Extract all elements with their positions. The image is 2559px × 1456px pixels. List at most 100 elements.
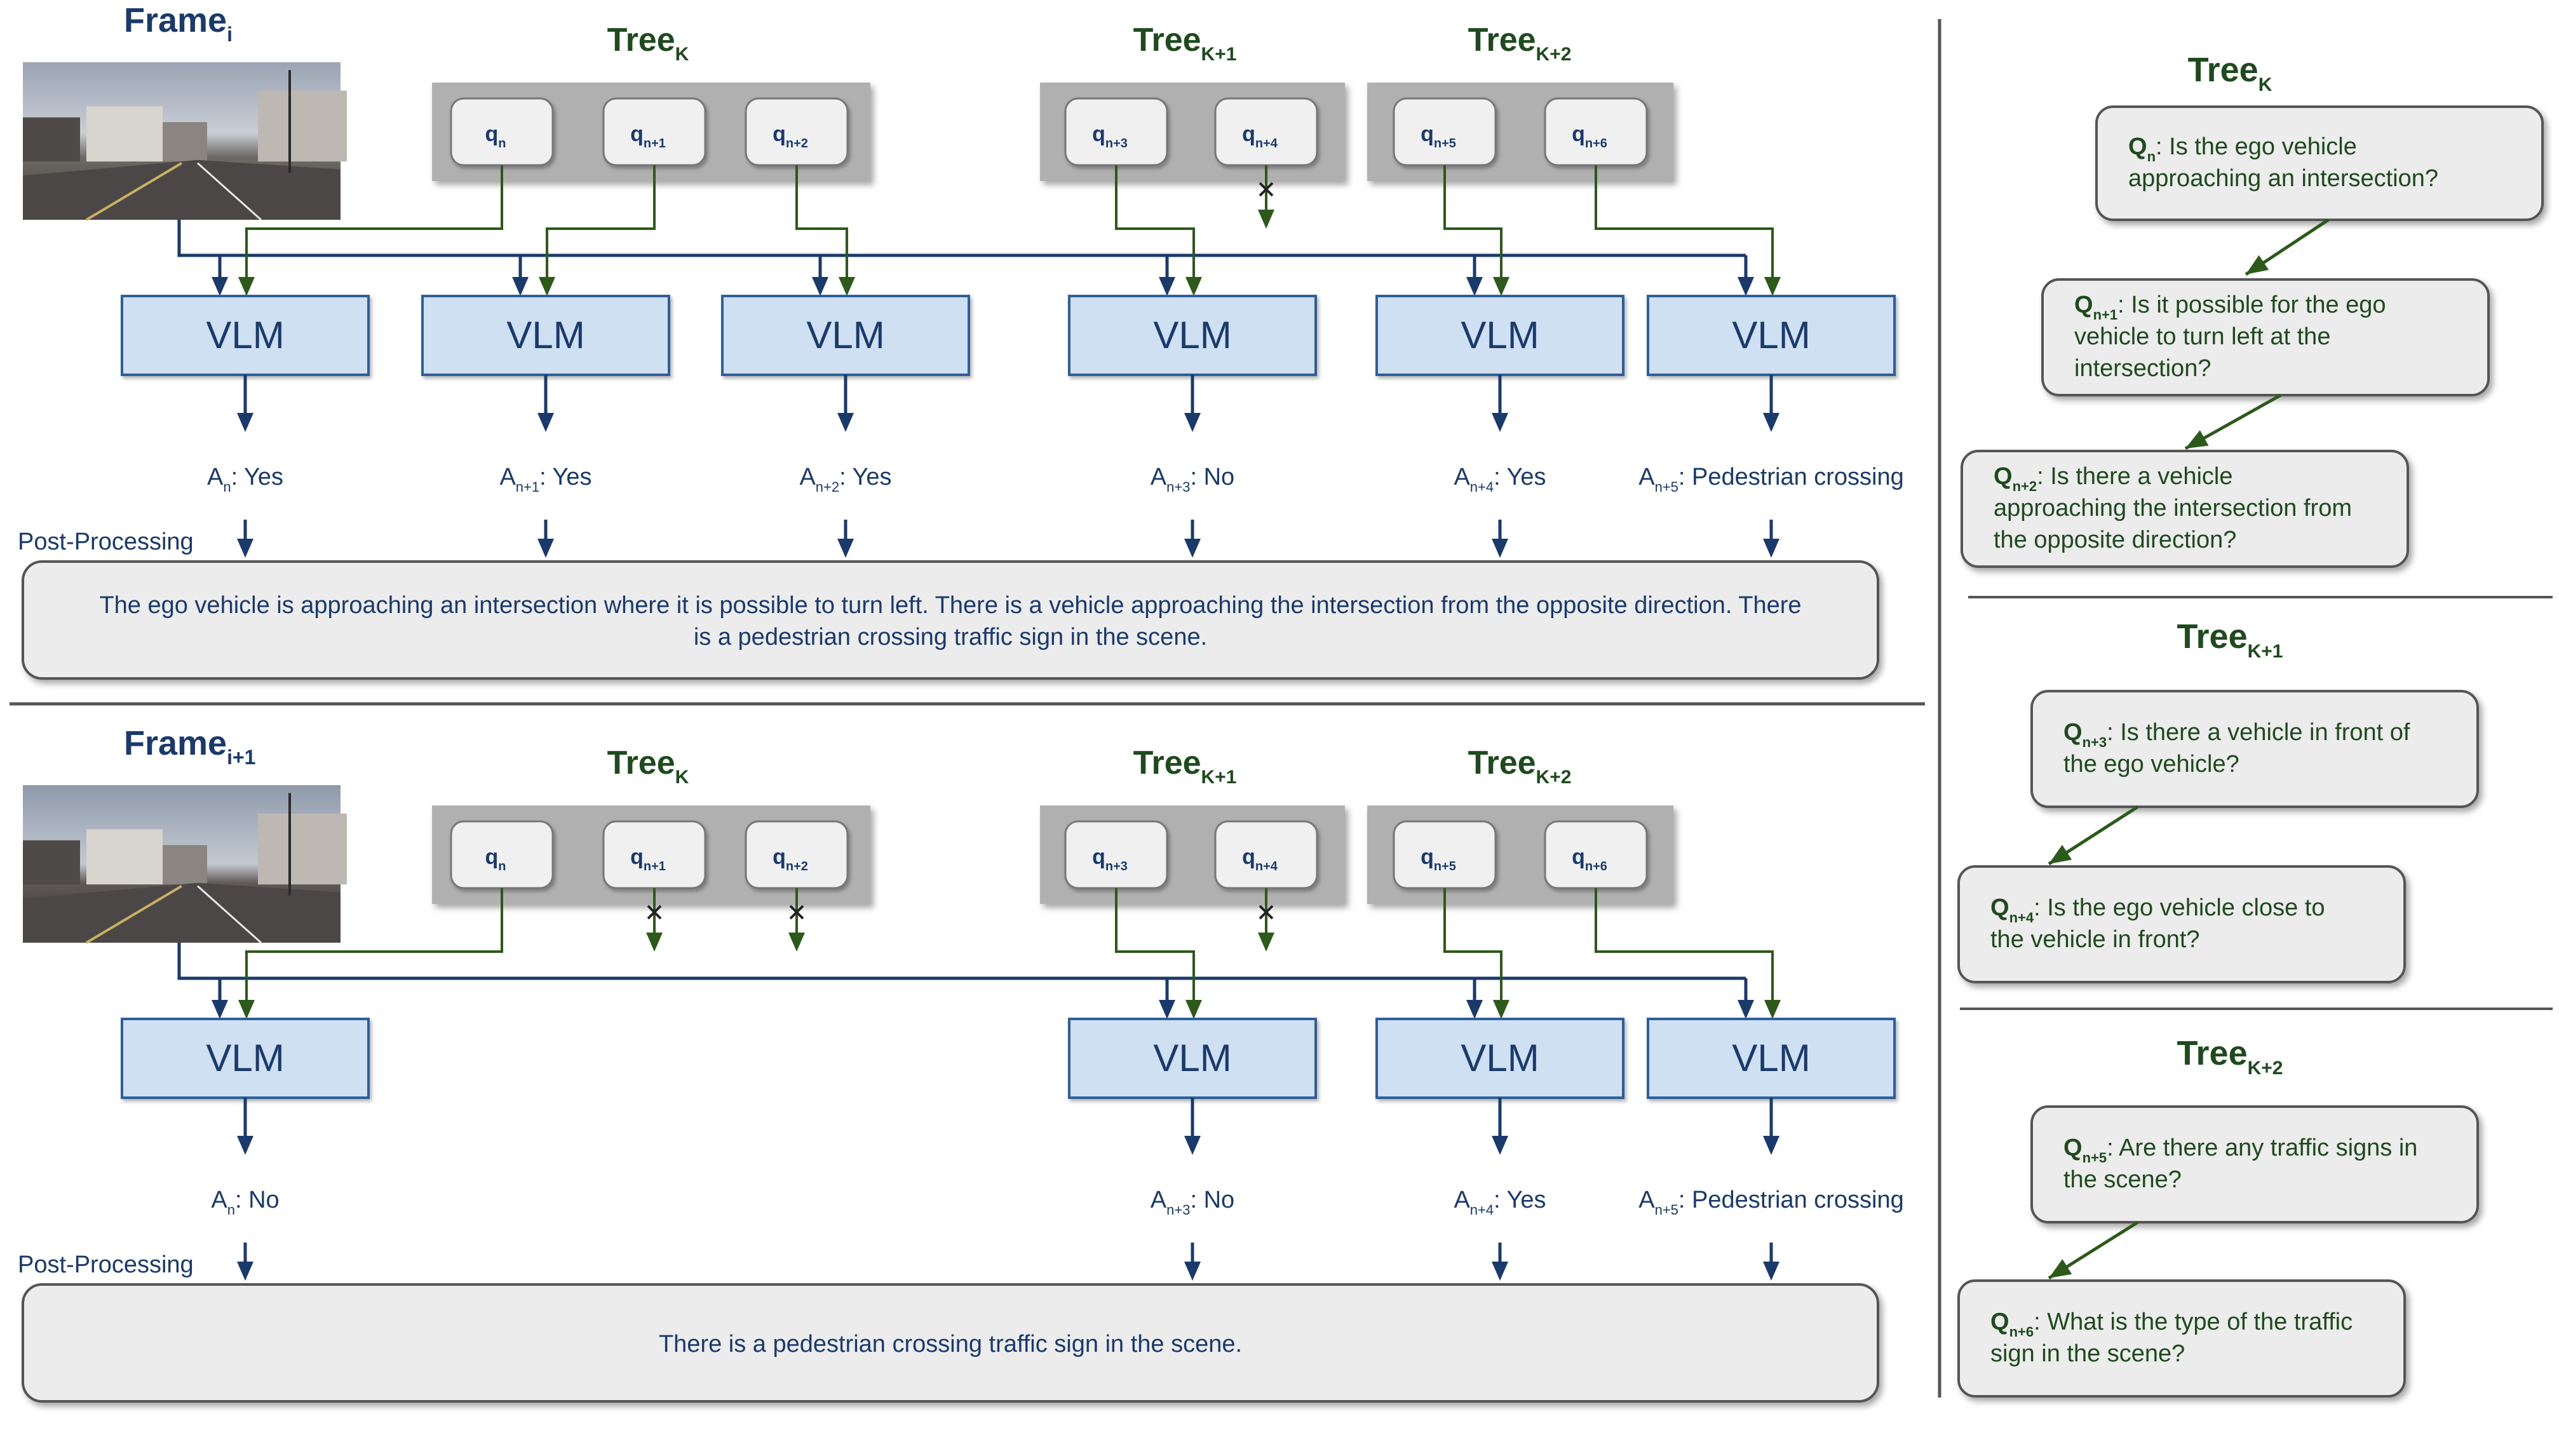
tree-question-text: Qn+4: Is the ego vehicle close to — [1990, 894, 2325, 926]
post-processing-label: Post-Processing — [18, 529, 194, 555]
vlm-output-arrow — [1184, 1136, 1201, 1155]
question-node-label: qn+6 — [1572, 845, 1607, 873]
vlm-label: VLM — [1153, 314, 1231, 356]
tree-question-text: Qn+6: What is the type of the traffic — [1990, 1309, 2353, 1340]
tree-title: TreeK+2 — [1468, 745, 1572, 788]
road — [23, 882, 341, 943]
tree-title: TreeK — [607, 745, 689, 788]
vlm-output-arrow — [1492, 413, 1508, 432]
frame-input-arrow — [1466, 1000, 1483, 1019]
lane-marking — [197, 885, 262, 944]
post-processing-arrow — [1763, 1262, 1779, 1281]
post-processing-arrow — [237, 1262, 253, 1281]
question-node — [602, 97, 706, 166]
frame-input-arrow — [1159, 1000, 1175, 1019]
question-node — [1064, 820, 1168, 889]
question-to-vlm-line — [1115, 165, 1195, 285]
answer-text: An+3: No — [1151, 464, 1234, 495]
summary-text: There is a pedestrian crossing traffic s… — [659, 1331, 1242, 1358]
tree-question-text: the vehicle in front? — [1990, 926, 2200, 953]
tree-question-text: Qn+5: Are there any traffic signs in — [2063, 1135, 2417, 1166]
question-node — [450, 97, 554, 166]
building — [86, 106, 163, 162]
tree-edge-arrow — [2049, 844, 2072, 864]
question-input-arrow — [1764, 277, 1781, 296]
tree-question-text: the ego vehicle? — [2063, 751, 2239, 778]
answer-text: An+2: Yes — [799, 464, 891, 495]
vlm-label: VLM — [1461, 314, 1539, 356]
question-to-vlm-line — [1595, 888, 1774, 1008]
blocked-question-arrow — [1258, 210, 1274, 229]
question-node-label: qn — [485, 122, 506, 151]
building — [86, 829, 163, 885]
question-input-arrow — [1493, 277, 1509, 296]
blocked-x-mark — [1259, 182, 1274, 197]
question-input-arrow — [1493, 1000, 1509, 1019]
vlm-box — [121, 295, 370, 376]
question-input-arrow — [1185, 1000, 1202, 1019]
lane-marking — [197, 162, 262, 221]
question-node-label: qn+4 — [1242, 845, 1278, 873]
question-to-vlm-line — [245, 165, 503, 285]
trees — [23, 840, 80, 885]
frame-input-arrow — [212, 1000, 228, 1019]
tree-edge-arrow — [2246, 255, 2269, 274]
vlm-label: VLM — [206, 1037, 284, 1079]
tree-edge-arrow — [2049, 1259, 2072, 1278]
vlm-output-arrow — [1763, 413, 1779, 432]
vlm-box — [1647, 295, 1896, 376]
post-processing-arrow — [837, 539, 854, 558]
building — [163, 122, 207, 162]
tree-k-question-n1 — [2041, 278, 2490, 396]
blocked-x-mark — [1259, 905, 1274, 920]
vlm-output-arrow — [1763, 1136, 1779, 1155]
blocked-x-mark — [647, 905, 662, 920]
vlm-label: VLM — [1732, 1037, 1810, 1079]
post-processing-arrow — [537, 539, 554, 558]
question-to-vlm-line — [1443, 888, 1502, 1008]
tree-title: TreeK+2 — [1468, 22, 1572, 65]
blocked-x-mark — [789, 905, 804, 920]
tree-question-text: vehicle to turn left at the — [2074, 323, 2330, 350]
building — [258, 813, 347, 885]
question-node — [1544, 820, 1648, 889]
post-processing-arrow — [1184, 539, 1201, 558]
question-input-arrow — [839, 277, 855, 296]
vlm-output-arrow — [237, 1136, 253, 1155]
tree-k2-title: TreeK+2 — [2177, 1034, 2283, 1079]
frame-input-arrow — [212, 277, 228, 296]
post-processing-arrow — [1184, 1262, 1201, 1281]
vlm-label: VLM — [1461, 1037, 1539, 1079]
question-node — [1544, 97, 1648, 166]
trees — [23, 117, 80, 162]
question-node — [745, 97, 849, 166]
tree-k-question-n — [2095, 105, 2544, 221]
blocked-question-arrow — [1258, 933, 1274, 952]
answer-text: An+5: Pedestrian crossing — [1638, 464, 1904, 495]
question-node-label: qn+3 — [1092, 122, 1128, 151]
answer-text: An+5: Pedestrian crossing — [1638, 1187, 1904, 1218]
tree-question-text: sign in the scene? — [1990, 1340, 2185, 1367]
lane-marking — [85, 885, 183, 944]
question-input-arrow — [238, 1000, 255, 1019]
question-node-label: qn — [485, 845, 506, 873]
question-node-label: qn+4 — [1242, 122, 1278, 151]
answer-text: An+1: Yes — [499, 464, 591, 495]
vlm-box — [721, 295, 970, 376]
vlm-output-arrow — [1492, 1136, 1508, 1155]
question-input-arrow — [1764, 1000, 1781, 1019]
question-node — [1064, 97, 1168, 166]
tree-question-text: approaching the intersection from — [1994, 495, 2352, 522]
tree-k1-title: TreeK+1 — [2177, 617, 2283, 662]
vlm-box — [1375, 1018, 1624, 1099]
frame-title: Framei+1 — [124, 724, 255, 769]
question-to-vlm-line — [1443, 165, 1502, 285]
vlm-box — [1375, 295, 1624, 376]
tree-k1-question-n4 — [1957, 865, 2406, 983]
question-node — [450, 820, 554, 889]
blocked-question-arrow — [646, 933, 663, 952]
tree-k-title: TreeK — [2188, 51, 2272, 95]
vlm-box — [421, 295, 670, 376]
